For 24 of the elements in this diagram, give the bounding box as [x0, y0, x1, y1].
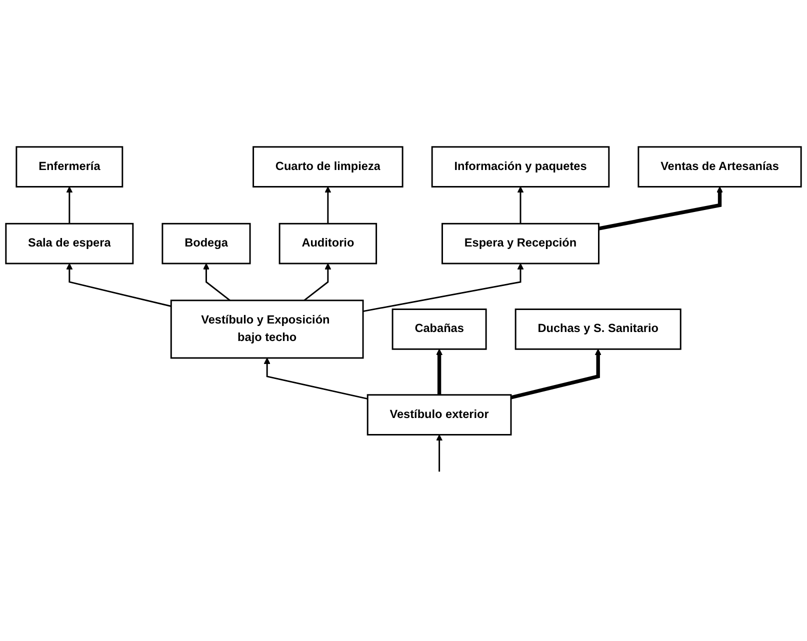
arrow	[66, 263, 172, 308]
node-box: Auditorio	[278, 223, 378, 264]
node-box: Información y paquetes	[431, 146, 610, 188]
node-box: Sala de espera	[5, 223, 134, 264]
arrow	[362, 263, 524, 312]
node-box: Vestíbulo y Exposición bajo techo	[170, 300, 364, 359]
arrow	[264, 358, 368, 400]
node-box: Espera y Recepción	[442, 223, 600, 264]
arrow	[436, 349, 443, 396]
arrow	[203, 263, 230, 302]
arrow	[436, 434, 443, 472]
arrow	[324, 186, 332, 224]
arrow	[66, 186, 73, 224]
node-box: Bodega	[162, 223, 251, 264]
node-box: Vestíbulo exterior	[366, 394, 512, 436]
node-box: Enfermería	[16, 146, 124, 188]
node-box: Cabañas	[392, 308, 487, 350]
node-box: Duchas y S. Sanitario	[514, 308, 682, 350]
node-box: Cuarto de limpieza	[252, 146, 404, 188]
node-box: Ventas de Artesanías	[638, 146, 802, 188]
arrow	[517, 186, 524, 224]
arrow	[510, 349, 602, 400]
arrow	[304, 263, 332, 302]
arrow	[598, 186, 723, 230]
